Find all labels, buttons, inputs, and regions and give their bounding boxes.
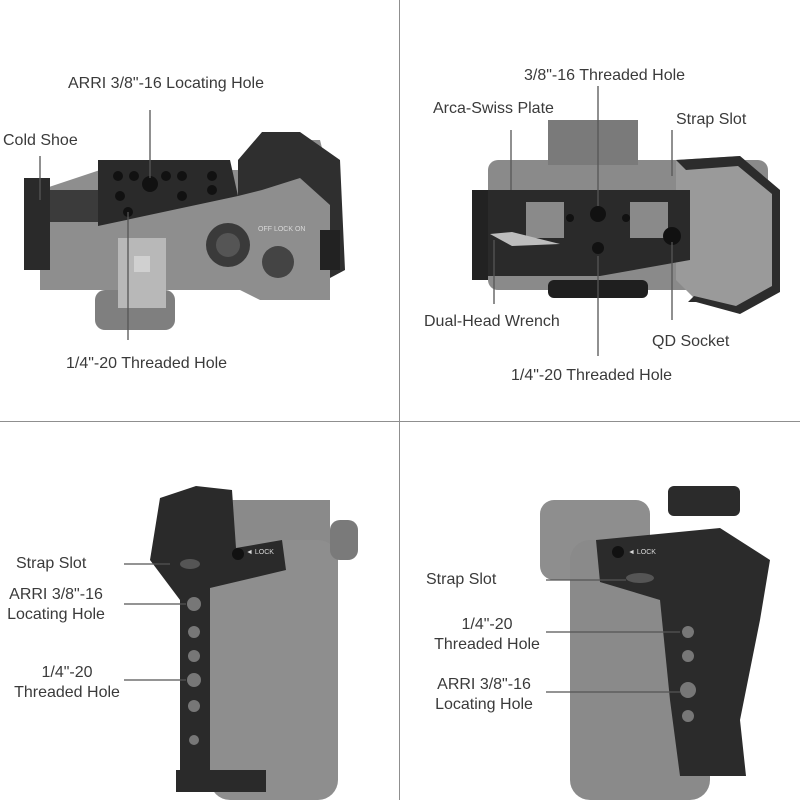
threaded-hole-right-line2: Threaded Hole [434, 636, 540, 653]
lock-engraving-left: ◄ LOCK [246, 549, 274, 556]
threaded-hole-left-line2: Threaded Hole [14, 684, 120, 701]
mode-dial-engraving: OFF LOCK ON [258, 226, 306, 233]
locating-hole-label: ARRI 3/8"-16 Locating Hole [68, 75, 265, 92]
locating-hole-left-line2: Locating Hole [7, 606, 105, 623]
threaded-hole-bottom-label: 1/4"-20 Threaded Hole [511, 367, 673, 384]
qd-socket-label: QD Socket [652, 333, 730, 350]
strap-slot-label: Strap Slot [676, 111, 747, 128]
top-view-camera-cage-illustration [24, 110, 345, 340]
strap-slot-right-label: Strap Slot [426, 571, 497, 588]
strap-slot-left-label: Strap Slot [16, 555, 87, 572]
threaded-hole-top-label: 3/8"-16 Threaded Hole [524, 67, 686, 84]
threaded-hole-right-line1: 1/4"-20 [461, 616, 513, 633]
threaded-hole-label: 1/4"-20 Threaded Hole [66, 355, 228, 372]
lock-engraving-right: ◄ LOCK [628, 549, 656, 556]
threaded-hole-left-label: 1/4"-20 Threaded Hole [8, 663, 126, 703]
bottom-view-camera-cage-illustration [472, 86, 780, 356]
locating-hole-left-line1: ARRI 3/8"-16 [9, 586, 103, 603]
arca-swiss-plate-label: Arca-Swiss Plate [433, 100, 554, 117]
locating-hole-right-line2: Locating Hole [435, 696, 533, 713]
vertical-divider [399, 0, 400, 800]
horizontal-divider [0, 421, 800, 422]
locating-hole-left-label: ARRI 3/8"-16 Locating Hole [0, 585, 112, 625]
locating-hole-right-label: ARRI 3/8"-16 Locating Hole [428, 675, 540, 715]
locating-hole-right-line1: ARRI 3/8"-16 [437, 676, 531, 693]
cold-shoe-label: Cold Shoe [3, 132, 78, 149]
threaded-hole-left-line1: 1/4"-20 [41, 664, 93, 681]
dual-head-wrench-label: Dual-Head Wrench [424, 313, 560, 330]
threaded-hole-right-label: 1/4"-20 Threaded Hole [428, 615, 546, 655]
side-view-left-camera-cage-illustration [124, 486, 358, 800]
